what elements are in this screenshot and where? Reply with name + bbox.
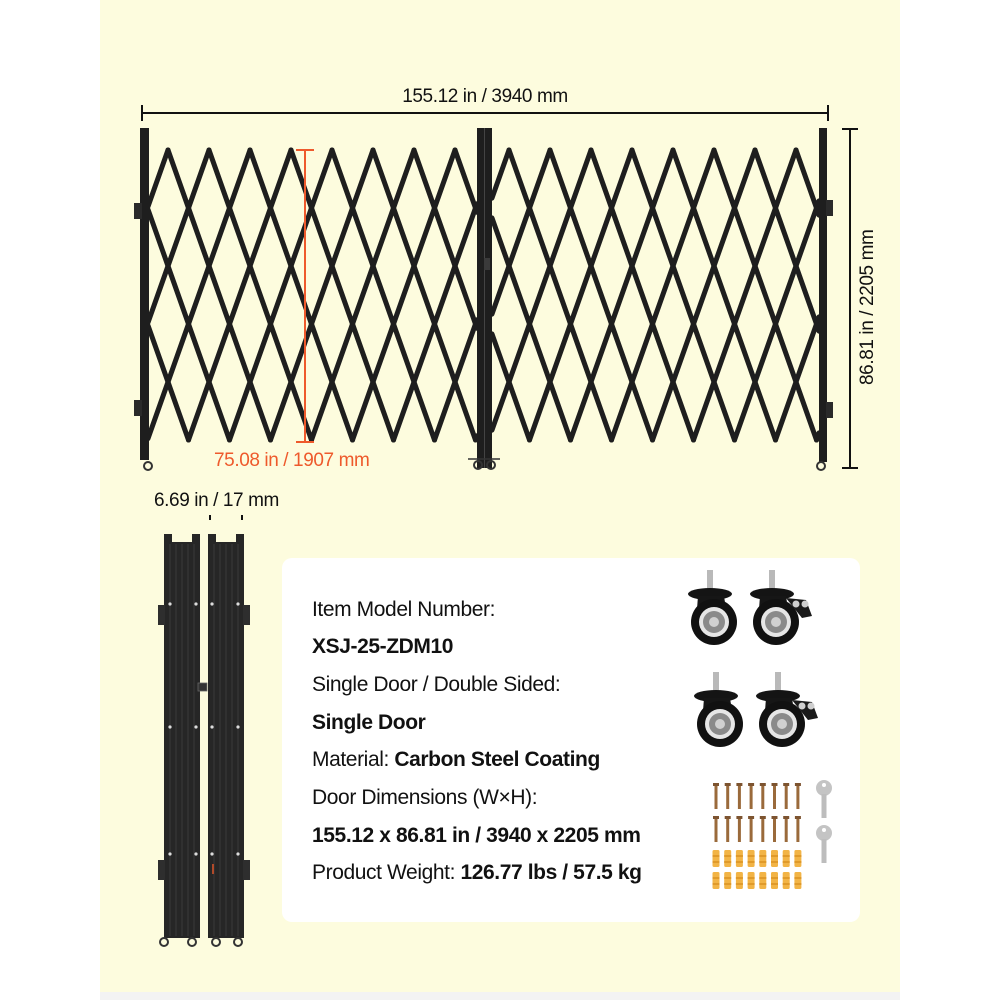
keys-icon (816, 780, 832, 863)
weight-label: Product Weight: (312, 861, 461, 884)
model-number-value: XSJ-25-ZDM10 (312, 635, 454, 658)
lattice-height-label: 75.08 in / 1907 mm (214, 450, 370, 471)
caster-wheel-icon (694, 672, 743, 747)
center-post (468, 128, 500, 470)
overall-width-label: 155.12 in / 3940 mm (402, 86, 568, 107)
lattice-height-marker (296, 149, 314, 443)
folded-gate-view (158, 534, 250, 947)
folded-panel-left (158, 534, 200, 947)
left-post (134, 128, 153, 471)
lattice-pivots (165, 147, 819, 443)
right-post (816, 128, 833, 471)
weight-value: 126.77 lbs / 57.5 kg (460, 861, 642, 884)
width-dimension-line (141, 105, 829, 121)
gate-diagram (134, 105, 858, 520)
folded-panel-right (197, 534, 250, 947)
accessories-illustration (688, 570, 832, 889)
dimensions-label: Door Dimensions (W×H): (312, 786, 538, 809)
door-type-label: Single Door / Double Sided: (312, 673, 561, 696)
material-label: Material: (312, 748, 395, 771)
caster-wheel-brake-icon (756, 672, 818, 747)
caster-wheel-icon (688, 570, 737, 645)
overall-height-label: 86.81 in / 2205 mm (857, 229, 878, 385)
folded-depth-label: 6.69 in / 17 mm (154, 490, 279, 511)
material-value: Carbon Steel Coating (394, 748, 600, 771)
material-row: Material: Carbon Steel Coating (312, 748, 600, 772)
scissor-lattice (145, 147, 822, 443)
caster-wheel-brake-icon (750, 570, 812, 645)
wall-anchors-icon (712, 850, 802, 889)
model-number-label: Item Model Number: (312, 598, 496, 621)
door-type-value: Single Door (312, 711, 426, 734)
screws-icon (713, 783, 801, 842)
dimensions-value: 155.12 x 86.81 in / 3940 x 2205 mm (312, 824, 641, 847)
bottom-strip (100, 992, 900, 1000)
weight-row: Product Weight: 126.77 lbs / 57.5 kg (312, 861, 642, 885)
folded-width-dimension-line (209, 515, 243, 520)
height-dimension-line (842, 128, 858, 469)
